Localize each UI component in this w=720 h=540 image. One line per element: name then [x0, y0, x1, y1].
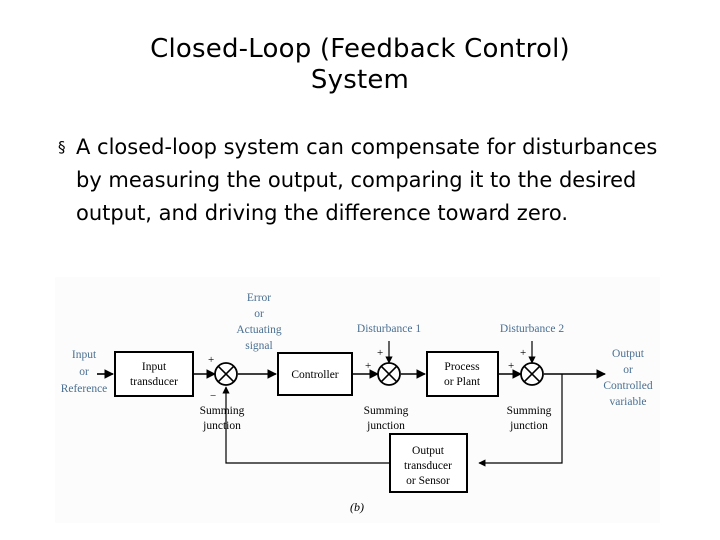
block-process-or-plant-line-2: or Plant	[444, 376, 481, 388]
page-title: Closed-Loop (Feedback Control) System	[40, 34, 680, 96]
block-output-transducer-line-2: transducer	[404, 460, 452, 472]
signal-label-error-line-1: Error	[247, 292, 271, 304]
block-controller-box	[277, 352, 353, 396]
block-input-transducer-line-2: transducer	[130, 376, 178, 388]
block-process-or-plant-line-1: Process	[444, 361, 480, 373]
signal-label-error-line-3: Actuating	[236, 324, 282, 336]
summing-junction-1-line-2: junction	[202, 420, 241, 432]
summing-junction-3-sign-left: +	[508, 360, 514, 372]
block-input-transducer: Input transducer	[114, 351, 194, 397]
summing-junction-2-line-1: Summing	[364, 405, 409, 417]
block-output-transducer-box	[389, 433, 468, 493]
signal-label-error-actuating: Error or Actuating signal	[236, 292, 282, 352]
page-title-line-1: Closed-Loop (Feedback Control)	[150, 34, 570, 64]
signal-label-error-line-4: signal	[245, 340, 272, 352]
signal-label-output-controlled-variable: Output or Controlled variable	[603, 348, 652, 408]
signal-label-output-line-1: Output	[612, 348, 645, 360]
block-process-or-plant-box	[426, 351, 499, 397]
summing-junction-2-cross-b	[380, 365, 398, 383]
summing-junction-3-sign-top: +	[520, 347, 526, 359]
wire-sensor-to-sum1	[222, 386, 390, 464]
signal-label-error-line-2: or	[254, 308, 264, 320]
signal-label-output-line-3: Controlled	[603, 380, 652, 392]
signal-label-output-line-4: variable	[609, 396, 646, 408]
block-process-or-plant: Process or Plant	[426, 351, 499, 397]
figure-label: (b)	[350, 500, 364, 514]
bullet-list-item: § A closed-loop system can compensate fo…	[58, 131, 668, 230]
summing-junction-2: + + Summing junction	[364, 347, 409, 432]
bullet-marker-icon: §	[58, 138, 66, 156]
summing-junction-1-cross-b	[217, 365, 235, 383]
signal-label-output-line-2: or	[623, 364, 633, 376]
signal-label-disturbance-1: Disturbance 1	[357, 323, 421, 335]
block-input-transducer-box	[114, 351, 194, 397]
summing-junction-3-line-2: junction	[509, 420, 548, 432]
bullet-item-text: A closed-loop system can compensate for …	[76, 135, 658, 225]
wire-output-to-sensor	[478, 374, 563, 467]
summing-junction-3-cross-b	[523, 365, 541, 383]
block-controller-label: Controller	[291, 369, 338, 381]
summing-junction-1-line-1: Summing	[200, 405, 245, 417]
block-input-transducer-line-1: Input	[142, 361, 167, 373]
summing-junction-3-line-1: Summing	[507, 405, 552, 417]
summing-junction-2-sign-left: +	[365, 360, 371, 372]
summing-junction-1-sign-top: +	[208, 354, 214, 366]
page-title-line-2: System	[310, 65, 410, 95]
signal-label-input-reference: Input or Reference	[61, 349, 108, 395]
summing-junction-3: + + Summing junction	[507, 347, 552, 432]
summing-junction-2-line-2: junction	[366, 420, 405, 432]
signal-label-input-reference-line-2: or	[79, 366, 89, 378]
signal-label-disturbance-2: Disturbance 2	[500, 323, 564, 335]
signal-label-input-reference-line-1: Input	[72, 349, 97, 361]
block-output-transducer-line-3: or Sensor	[406, 475, 450, 487]
block-output-transducer-line-1: Output	[412, 445, 445, 457]
block-output-transducer: Output transducer or Sensor	[389, 433, 468, 493]
signal-label-input-reference-line-3: Reference	[61, 383, 108, 395]
block-controller: Controller	[277, 352, 353, 396]
summing-junction-1: + − Summing junction	[200, 354, 245, 432]
block-diagram-figure: Input transducer Controller Process or P…	[55, 277, 660, 523]
summing-junction-1-sign-bottom: −	[210, 390, 216, 402]
summing-junction-2-sign-top: +	[377, 347, 383, 359]
